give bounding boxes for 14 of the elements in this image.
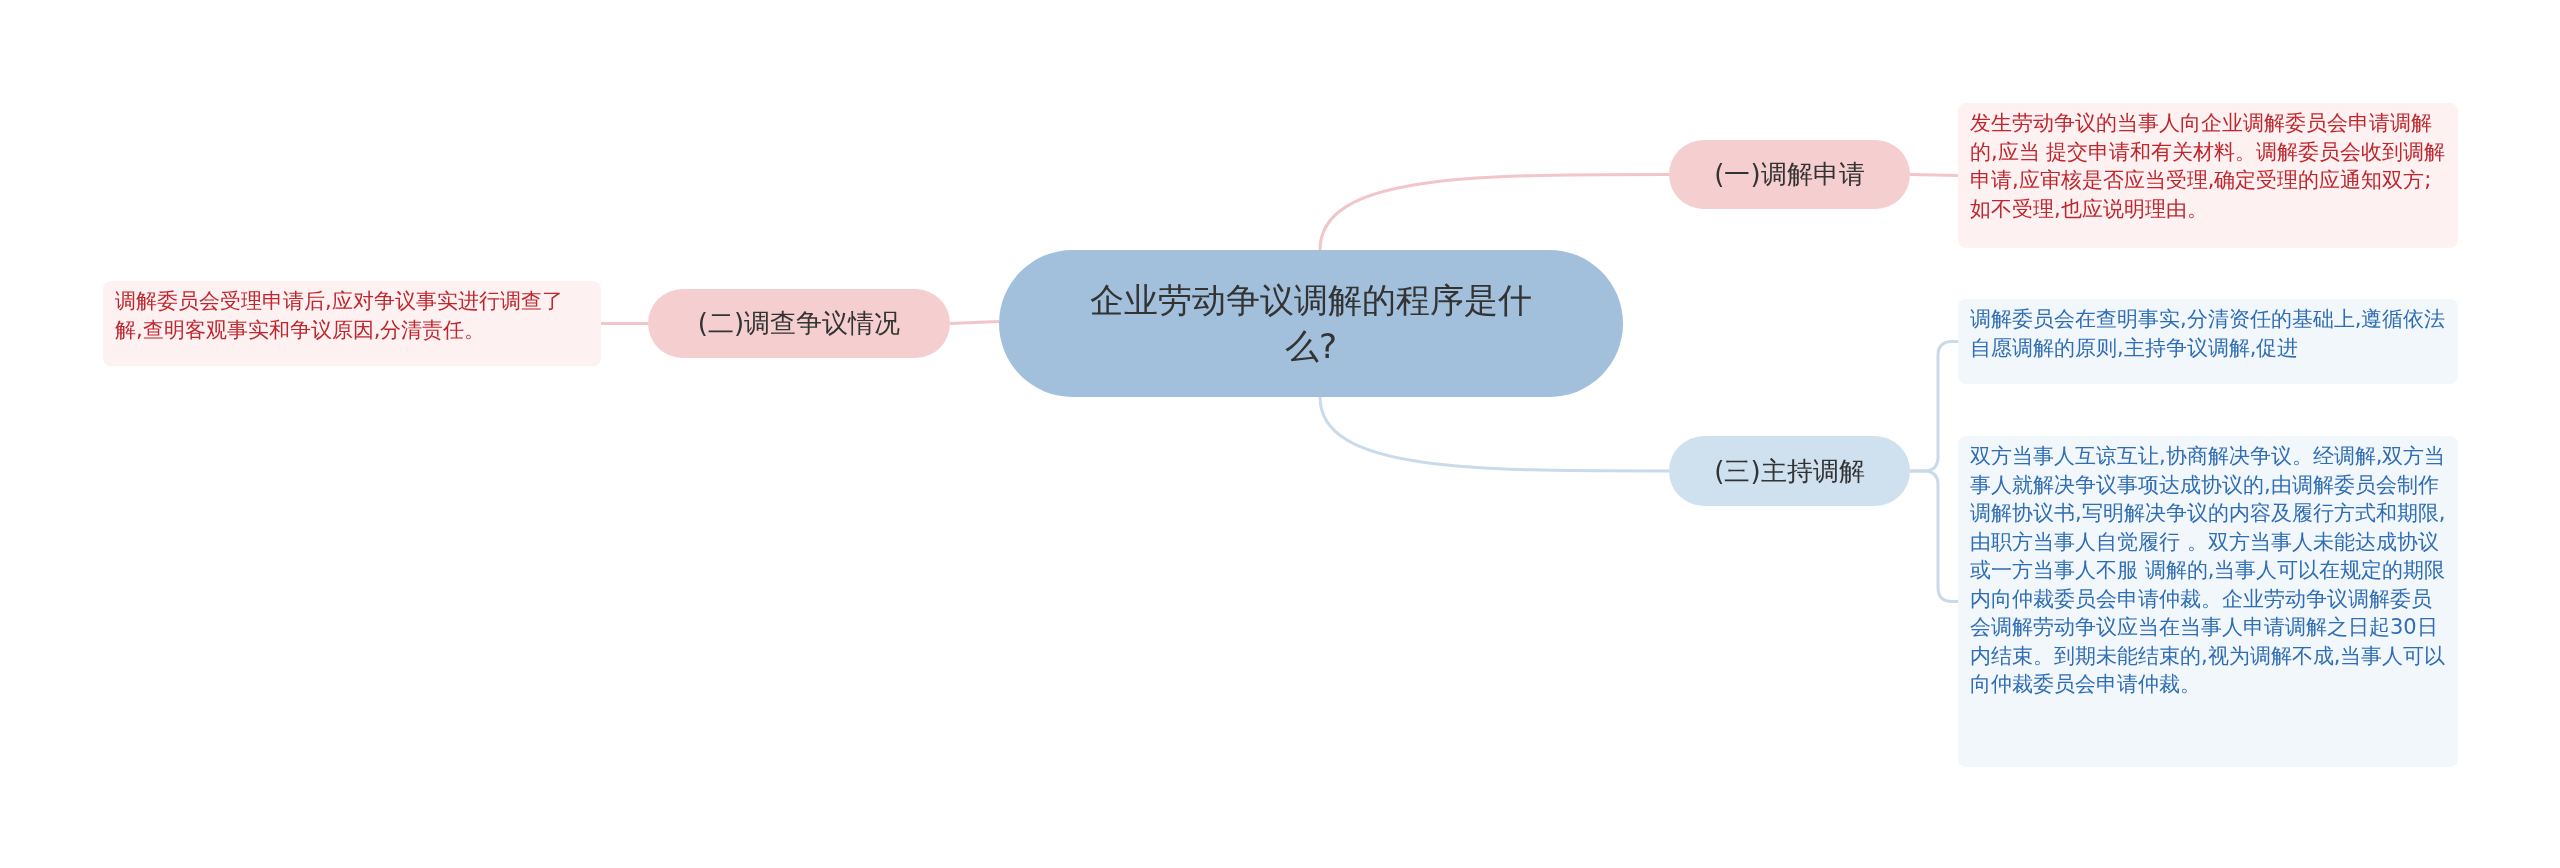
topic-box: (二)调查争议情况 — [648, 289, 950, 358]
note-box: 调解委员会受理申请后,应对争议事实进行调查了解,查明客观事实和争议原因,分清责任。 — [103, 281, 601, 366]
note-box: 调解委员会在查明事实,分清资任的基础上,遵循依法自愿调解的原则,主持争议调解,促进 — [1958, 299, 2458, 384]
topic-box: (一)调解申请 — [1669, 140, 1910, 209]
connector-line — [1318, 396, 1669, 473]
connector-line — [949, 320, 1000, 325]
topic-box: (三)主持调解 — [1669, 436, 1910, 506]
central-topic-box: 企业劳动争议调解的程序是什么? — [999, 250, 1623, 397]
note-box: 发生劳动争议的当事人向企业调解委员会申请调解的,应当 提交申请和有关材料。调解委员会收到调解申请,应审核是否应当受理,确定受理的应通知双方;如不受理,也应说明理由。 — [1958, 103, 2458, 248]
connector-line — [1909, 173, 1959, 177]
note-box: 双方当事人互谅互让,协商解决争议。经调解,双方当事人就解决争议事项达成协议的,由调解委员会制作调解协议书,写明解决争议的内容及履行方式和期限,由职方当事人自觉履行 。双方当事人未能达成协议或一方当事人不服 调解的,当事人可以在规定的期限内向仲裁委员会申请仲裁。企业劳动争议调解委员会调解劳动争议应当在当事人申请调解之日起30日内结束。到期未能结束的,视为调解不成,当事人可以向仲裁委员会申请仲裁。 — [1958, 436, 2458, 767]
connector-line — [1910, 469, 1958, 603]
connector-line — [601, 322, 648, 325]
connector-line — [1318, 173, 1669, 251]
